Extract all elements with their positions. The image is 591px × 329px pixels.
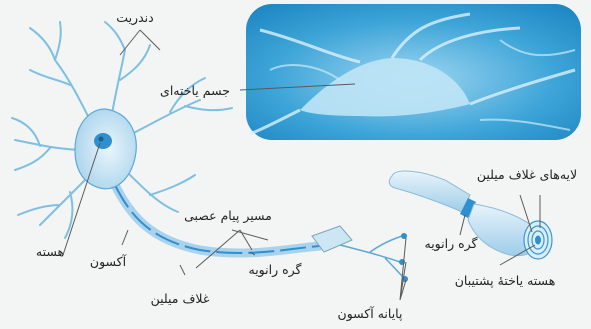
cell-body-label: جسم یاخته‌ای	[160, 83, 230, 99]
nucleus-label: هسته	[36, 244, 64, 259]
cell-body	[75, 109, 136, 189]
node-of-ranvier-right-label: گره رانویه	[425, 236, 478, 252]
node-of-ranvier-left-label: گره رانویه	[249, 262, 302, 278]
axon-label: آکسون	[90, 254, 127, 270]
micrograph-photo	[246, 4, 581, 140]
myelin-layers-label: لایه‌های غلاف میلین	[477, 167, 577, 183]
myelin-sheath-label: غلاف میلین	[151, 291, 210, 307]
axon-terminal-label: پایانه آکسون	[338, 306, 403, 322]
support-cell-nucleus-label: هسته یاختهٔ پشتیبان	[455, 273, 556, 288]
dendrite-label: دندریت	[116, 10, 153, 26]
nucleus-shape	[94, 133, 112, 149]
impulse-path-label: مسیر پیام عصبی	[184, 208, 272, 224]
